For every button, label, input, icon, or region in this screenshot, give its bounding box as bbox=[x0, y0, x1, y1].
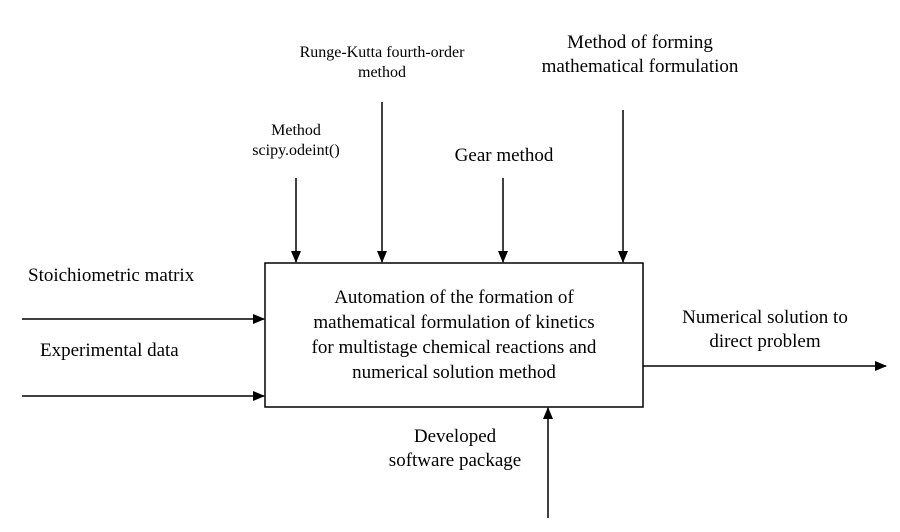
mechanism-label: Developed software package bbox=[388, 426, 522, 471]
input-label-experimental: Experimental data bbox=[40, 340, 179, 361]
control-label-gear: Gear method bbox=[454, 145, 554, 166]
process-box-label: Automation of the formation of mathemati… bbox=[311, 287, 597, 383]
control-label-formulation: Method of forming mathematical formulati… bbox=[541, 32, 739, 77]
input-label-stoichiometric: Stoichiometric matrix bbox=[28, 265, 195, 286]
process-box bbox=[264, 262, 644, 408]
output-label: Numerical solution to direct problem bbox=[682, 307, 848, 352]
control-label-runge-kutta: Runge-Kutta fourth-order method bbox=[299, 44, 465, 81]
control-label-scipy: Method scipy.odeint() bbox=[252, 122, 340, 159]
